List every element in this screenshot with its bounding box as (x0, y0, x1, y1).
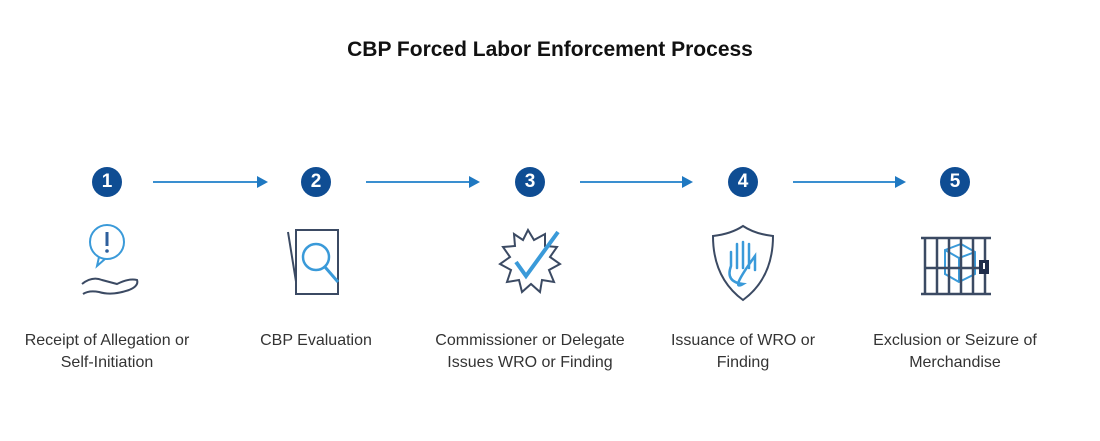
step-number-badge: 5 (940, 167, 970, 197)
step-label: CBP Evaluation (260, 332, 372, 349)
shield-hand-icon (711, 224, 775, 302)
diagram-title: CBP Forced Labor Enforcement Process (347, 38, 753, 61)
hand-with-alert-bubble-icon (81, 224, 139, 295)
arrow-1-2 (153, 176, 268, 188)
arrow-4-5 (793, 176, 906, 188)
seal-checkmark-icon (498, 227, 562, 294)
step-label: Receipt of Allegation or Self-Initiation (24, 332, 190, 371)
step-label: Issuance of WRO or Finding (670, 332, 816, 371)
arrow-3-4 (580, 176, 693, 188)
step-number-badge: 4 (728, 167, 758, 197)
arrow-2-3 (366, 176, 480, 188)
step-number-badge: 2 (301, 167, 331, 197)
step-label: Exclusion or Seizure of Merchandise (873, 332, 1037, 371)
step-number-badge: 1 (92, 167, 122, 197)
document-magnifier-icon (287, 229, 340, 295)
step-label: Commissioner or Delegate Issues WRO or F… (435, 332, 625, 371)
caged-box-lock-icon (921, 236, 991, 296)
step-number-badge: 3 (515, 167, 545, 197)
